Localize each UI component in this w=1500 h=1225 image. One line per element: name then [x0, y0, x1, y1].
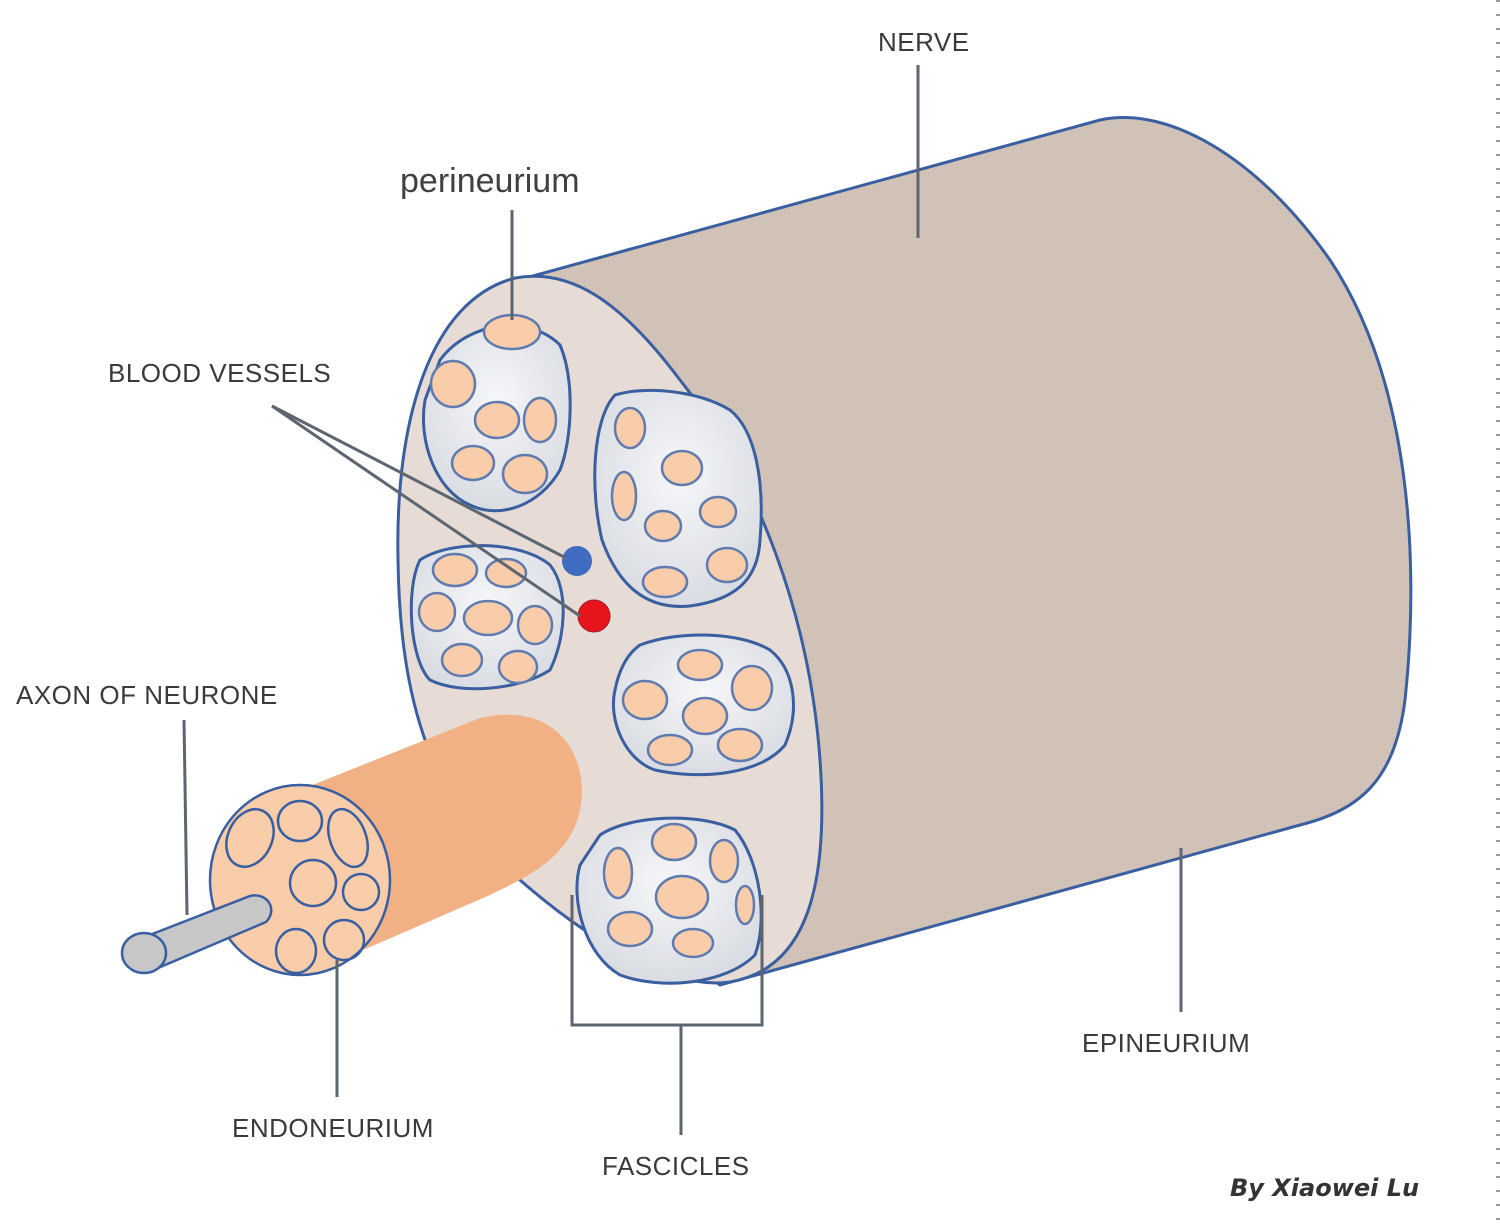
label-endoneurium: ENDONEURIUM: [232, 1113, 434, 1143]
label-axon-of-neurone: AXON OF NEURONE: [16, 680, 278, 710]
fascicle: [421, 313, 572, 513]
label-epineurium: EPINEURIUM: [1082, 1028, 1251, 1058]
fascicle: [593, 388, 763, 608]
author-credit: By Xiaowei Lu: [1230, 1174, 1420, 1202]
artery-vessel: [577, 599, 611, 633]
fascicle: [575, 816, 763, 985]
vein-vessel: [562, 546, 592, 576]
label-fascicles: FASCICLES: [602, 1151, 750, 1181]
axon-leader: [182, 719, 189, 916]
fascicle: [409, 544, 565, 691]
label-perineurium: perineurium: [400, 162, 580, 200]
label-nerve: NERVE: [878, 27, 970, 57]
axon-core: [140, 894, 273, 970]
label-blood-vessels: BLOOD VESSELS: [108, 358, 332, 388]
blood-vessels-leader-artery: [271, 404, 581, 618]
blood-vessels-leader-vein: [271, 404, 567, 560]
axon-core-end: [120, 931, 168, 975]
endoneurium-cells: [225, 799, 381, 975]
fascicles-bracket: [570, 895, 764, 1027]
fascicle: [611, 633, 795, 777]
page-edge-border: [1496, 0, 1500, 1220]
